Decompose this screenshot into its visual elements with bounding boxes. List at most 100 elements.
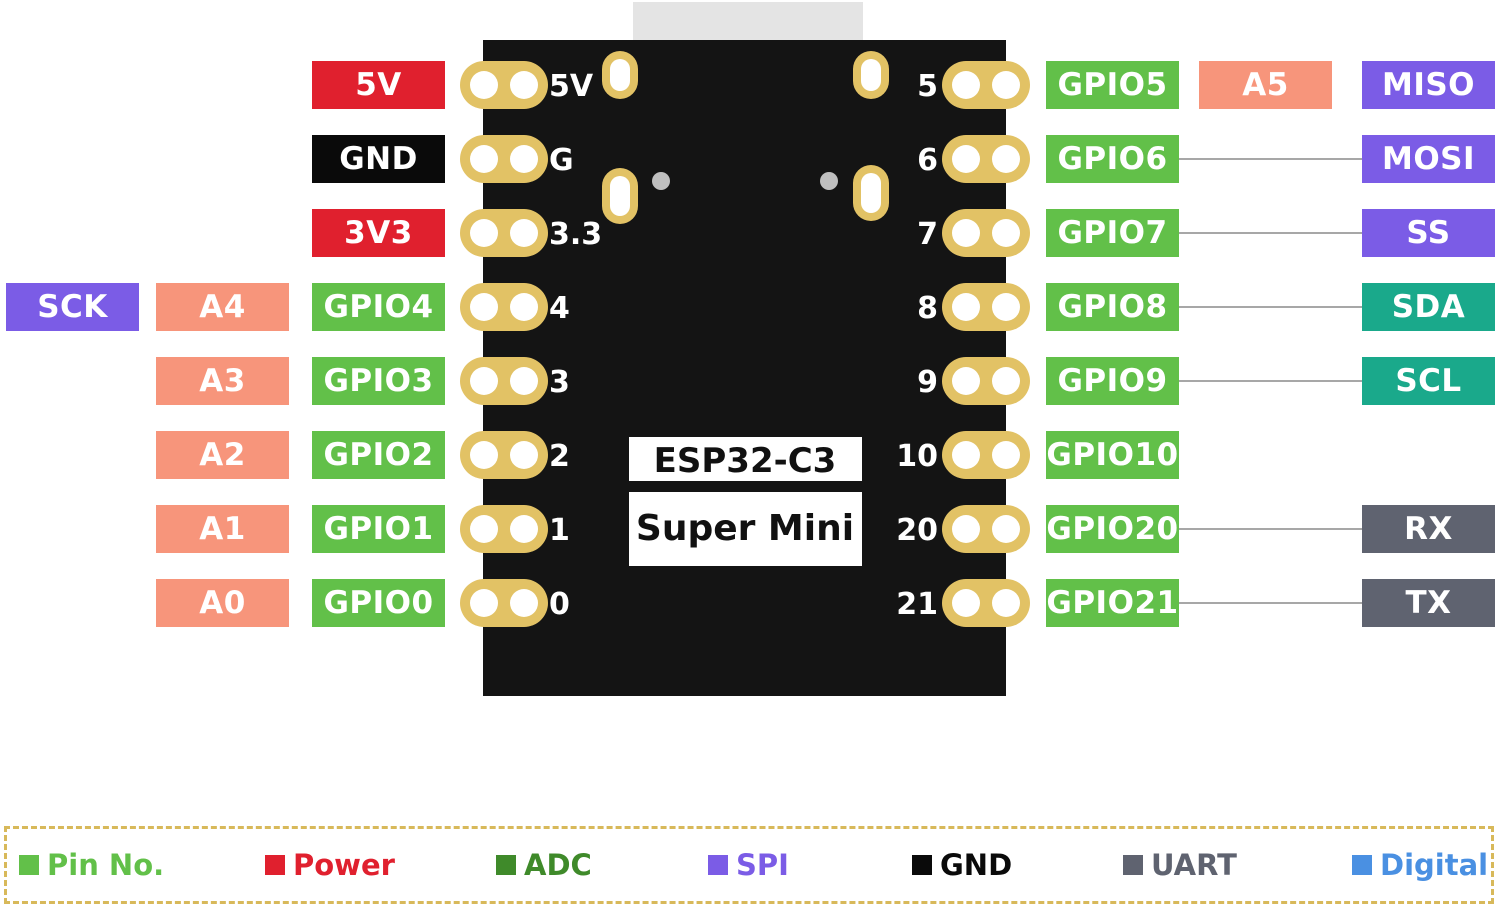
- pin-hole: [510, 515, 538, 543]
- pin-label-gpio6: GPIO6: [1046, 135, 1179, 183]
- pin-hole: [952, 367, 980, 395]
- pin-label-gpio8: GPIO8: [1046, 283, 1179, 331]
- pin-hole: [992, 219, 1020, 247]
- pin-hole: [992, 71, 1020, 99]
- chip-label-box-2: [629, 492, 862, 566]
- function-label-tx: TX: [1362, 579, 1495, 627]
- pin-hole: [470, 293, 498, 321]
- silkscreen-pin-label: 8: [917, 291, 938, 326]
- silkscreen-pin-label: 9: [917, 365, 938, 400]
- function-label-rx: RX: [1362, 505, 1495, 553]
- usb-connector: [633, 2, 863, 42]
- silkscreen-pin-label: 2: [549, 439, 570, 474]
- adc-label-a4: A4: [156, 283, 289, 331]
- pin-label-gpio21: GPIO21: [1046, 579, 1179, 627]
- legend-label: Digital: [1380, 848, 1489, 882]
- chip-label-box-1: [629, 437, 862, 481]
- pin-label-gpio2: GPIO2: [312, 431, 445, 479]
- function-label-sck: SCK: [6, 283, 139, 331]
- legend-label: Pin No.: [47, 848, 165, 882]
- silkscreen-pin-label: 20: [896, 513, 938, 548]
- silkscreen-pin-label: 5V: [549, 69, 594, 104]
- pin-hole: [952, 145, 980, 173]
- pin-hole: [470, 145, 498, 173]
- legend-swatch: [1123, 855, 1143, 875]
- pin-hole: [510, 219, 538, 247]
- mount-slot-hole: [861, 173, 881, 213]
- function-label-ss: SS: [1362, 209, 1495, 257]
- pin-hole: [992, 589, 1020, 617]
- pin-hole: [510, 441, 538, 469]
- pin-label-gpio5: GPIO5: [1046, 61, 1179, 109]
- legend-item-power: Power: [265, 829, 395, 901]
- pin-hole: [952, 293, 980, 321]
- pin-label-gpio20: GPIO20: [1046, 505, 1179, 553]
- adc-label-a1: A1: [156, 505, 289, 553]
- silkscreen-pin-label: 5: [917, 69, 938, 104]
- pin-hole: [952, 515, 980, 543]
- pin-hole: [952, 441, 980, 469]
- legend-label: ADC: [524, 848, 592, 882]
- legend-swatch: [1352, 855, 1372, 875]
- legend-swatch: [496, 855, 516, 875]
- pin-label-5v: 5V: [312, 61, 445, 109]
- pin-label-gnd: GND: [312, 135, 445, 183]
- legend-item-gnd: GND: [912, 829, 1012, 901]
- chip-name-line1: ESP32-C3: [654, 441, 837, 481]
- fiducial-dot: [820, 172, 838, 190]
- legend-label: GND: [940, 848, 1013, 882]
- pin-label-gpio0: GPIO0: [312, 579, 445, 627]
- pin-hole: [510, 367, 538, 395]
- pin-label-gpio4: GPIO4: [312, 283, 445, 331]
- pin-hole: [470, 589, 498, 617]
- pin-label-gpio9: GPIO9: [1046, 357, 1179, 405]
- silkscreen-pin-label: 7: [917, 217, 938, 252]
- adc-label-a5: A5: [1199, 61, 1332, 109]
- adc-label-a0: A0: [156, 579, 289, 627]
- legend: Pin No. Power ADC SPI GND UART Digital: [4, 826, 1494, 904]
- function-label-sda: SDA: [1362, 283, 1495, 331]
- pcb-board: [483, 40, 1006, 696]
- pin-hole: [470, 71, 498, 99]
- adc-label-a2: A2: [156, 431, 289, 479]
- function-label-scl: SCL: [1362, 357, 1495, 405]
- legend-swatch: [19, 855, 39, 875]
- legend-label: UART: [1151, 848, 1237, 882]
- legend-item-pin-no: Pin No.: [19, 829, 164, 901]
- legend-item-uart: UART: [1123, 829, 1237, 901]
- pin-hole: [510, 589, 538, 617]
- silkscreen-pin-label: 3: [549, 365, 570, 400]
- pin-label-gpio1: GPIO1: [312, 505, 445, 553]
- legend-item-adc: ADC: [496, 829, 592, 901]
- legend-swatch: [265, 855, 285, 875]
- legend-item-digital: Digital: [1352, 829, 1488, 901]
- pin-hole: [470, 515, 498, 543]
- pin-hole: [952, 219, 980, 247]
- silkscreen-pin-label: 10: [896, 439, 938, 474]
- chip-name-line2: Super Mini: [636, 508, 854, 549]
- function-label-miso: MISO: [1362, 61, 1495, 109]
- pin-hole: [470, 441, 498, 469]
- pin-hole: [992, 441, 1020, 469]
- mount-slot-hole: [861, 59, 881, 91]
- mount-slot-hole: [610, 59, 630, 91]
- pin-label-gpio7: GPIO7: [1046, 209, 1179, 257]
- pin-hole: [952, 71, 980, 99]
- silkscreen-pin-label: 6: [917, 143, 938, 178]
- pin-hole: [992, 145, 1020, 173]
- legend-item-spi: SPI: [708, 829, 789, 901]
- pin-hole: [992, 515, 1020, 543]
- silkscreen-pin-label: 3.3: [549, 217, 602, 252]
- legend-swatch: [708, 855, 728, 875]
- mount-slot-hole: [610, 176, 630, 216]
- pin-hole: [510, 145, 538, 173]
- function-label-mosi: MOSI: [1362, 135, 1495, 183]
- pin-hole: [470, 219, 498, 247]
- silkscreen-pin-label: 4: [549, 291, 570, 326]
- pin-hole: [992, 367, 1020, 395]
- pin-hole: [952, 589, 980, 617]
- pin-hole: [510, 293, 538, 321]
- silkscreen-pin-label: 1: [549, 513, 570, 548]
